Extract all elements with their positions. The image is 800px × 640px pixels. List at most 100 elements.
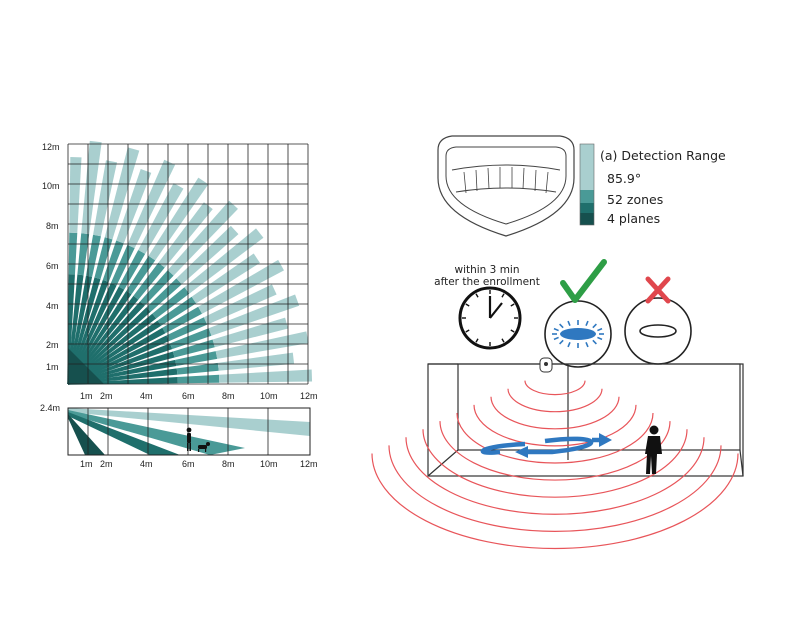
- detection-wave: [405, 437, 705, 515]
- detection-beam-segment: [184, 228, 264, 294]
- legend-zones: 52 zones: [607, 192, 663, 207]
- detection-beam-segment: [93, 160, 118, 237]
- sensor-dome-icon: [437, 135, 575, 237]
- side-x-tick-6m: 6m: [182, 459, 195, 469]
- y-tick-2m: 2m: [46, 340, 59, 350]
- detection-beam-segment: [177, 374, 220, 384]
- x-tick-4m: 4m: [140, 391, 153, 401]
- detection-beam-segment: [133, 262, 165, 300]
- detection-beam-segment: [67, 286, 125, 385]
- detection-beam-segment: [203, 284, 277, 325]
- detection-beam-segment: [152, 287, 190, 319]
- check-icon: [560, 259, 607, 303]
- detection-beam-segment: [138, 183, 184, 254]
- side-beam-far: [68, 408, 310, 436]
- top-view-grid: [67, 143, 309, 385]
- sensor-icon: [539, 357, 553, 373]
- side-y-tick: 2.4m: [40, 403, 60, 413]
- detection-beam-segment: [219, 369, 313, 383]
- detection-wave: [473, 404, 637, 447]
- side-frame: [67, 407, 311, 456]
- detection-wave: [507, 388, 603, 413]
- detection-wave: [456, 412, 654, 464]
- detection-beam-segment: [146, 278, 182, 312]
- detection-beam-segment: [166, 317, 208, 342]
- detection-wave: [490, 396, 620, 430]
- legend-colorbar: [579, 143, 595, 226]
- detection-beam-segment: [67, 290, 132, 385]
- side-beam-down: [68, 414, 105, 455]
- detection-waves: [371, 380, 739, 550]
- x-tick-10m: 10m: [260, 391, 278, 401]
- near-zone: [68, 348, 104, 384]
- detection-beam-segment: [67, 295, 139, 385]
- sensor-legend-panel: (a) Detection Range 85.9° 52 zones 4 pla…: [437, 135, 726, 237]
- enrollment-panel: within 3 min after the enrollment: [434, 259, 692, 368]
- y-tick-8m: 8m: [46, 221, 59, 231]
- side-beams: [68, 408, 310, 455]
- detection-beam-segment: [116, 168, 152, 244]
- side-x-tick-4m: 4m: [140, 459, 153, 469]
- side-x-tick-10m: 10m: [260, 459, 278, 469]
- enrolled-sensor-view: [544, 300, 612, 368]
- clock-icon: [458, 286, 522, 350]
- detection-beam-segment: [67, 327, 166, 385]
- enrollment-line2: after the enrollment: [434, 276, 540, 288]
- side-beam-near: [68, 412, 180, 455]
- y-tick-6m: 6m: [46, 261, 59, 271]
- detection-beam-segment: [67, 282, 117, 385]
- detection-beam-segment: [67, 313, 157, 385]
- y-tick-10m: 10m: [42, 181, 60, 191]
- legend-swatch-planes: [580, 213, 594, 225]
- detection-wave: [388, 445, 722, 532]
- detection-beams: [67, 140, 313, 385]
- x-tick-2m: 2m: [100, 391, 113, 401]
- enrollment-line1: within 3 min: [454, 264, 519, 276]
- detection-beam-segment: [175, 351, 218, 367]
- detection-beam-segment: [118, 249, 146, 290]
- x-tick-6m: 6m: [182, 391, 195, 401]
- legend-angle: 85.9°: [607, 171, 641, 186]
- detection-beam-segment: [191, 253, 260, 304]
- side-x-tick-2m: 2m: [100, 459, 113, 469]
- detection-beam-segment: [215, 331, 309, 359]
- detection-beam-segment: [110, 244, 135, 286]
- detection-beam-segment: [67, 335, 170, 385]
- x-tick-1m: 1m: [80, 391, 93, 401]
- top-view-panel: 12m 10m 8m 6m 4m 2m 1m 1m 2m 4m 6m 8m 10…: [42, 140, 318, 401]
- detection-beam-segment: [162, 306, 203, 334]
- detection-beam-segment: [68, 232, 78, 275]
- dog-icon: [198, 442, 210, 452]
- detection-beam-segment: [167, 200, 238, 276]
- detection-beam-segment: [217, 352, 295, 371]
- detection-beam-segment: [85, 234, 101, 277]
- side-x-tick-8m: 8m: [222, 459, 235, 469]
- detection-beam-segment: [158, 202, 213, 268]
- x-tick-12m: 12m: [300, 391, 318, 401]
- not-enrolled-sensor-view: [624, 297, 692, 365]
- detection-beam-segment: [198, 259, 284, 314]
- legend-swatch-range: [580, 144, 594, 190]
- detection-beam-segment: [148, 177, 209, 261]
- person-icon: [186, 427, 192, 451]
- side-x-tick-12m: 12m: [300, 459, 318, 469]
- detection-beam-segment: [69, 157, 82, 233]
- detection-beam-segment: [67, 320, 162, 385]
- cross-icon: [645, 276, 671, 304]
- legend-title: (a) Detection Range: [600, 148, 726, 163]
- side-view-panel: 2.4m 1m 2m 4m 6m 8m 10m 12m: [40, 403, 318, 469]
- detection-beam-segment: [176, 225, 239, 285]
- room-frame: [427, 363, 744, 477]
- arrow-icon: [480, 433, 612, 458]
- y-tick-12m: 12m: [42, 142, 60, 152]
- detection-beam-segment: [140, 270, 174, 306]
- detection-beam-segment: [104, 147, 140, 240]
- legend-swatch-angle: [580, 190, 594, 203]
- detection-beam-segment: [212, 317, 289, 348]
- person-icon: [645, 425, 662, 474]
- y-tick-4m: 4m: [46, 301, 59, 311]
- legend-planes: 4 planes: [607, 211, 660, 226]
- y-tick-1m: 1m: [46, 362, 59, 372]
- detection-wave: [422, 429, 688, 498]
